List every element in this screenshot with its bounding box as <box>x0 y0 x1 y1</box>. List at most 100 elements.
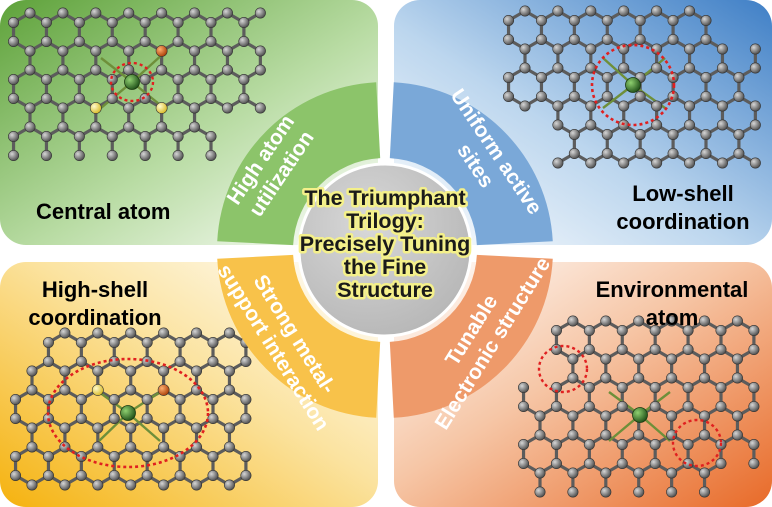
lattice-br-carbon-atom <box>518 438 530 450</box>
lattice-br-carbon-atom <box>715 457 727 469</box>
lattice-tr-carbon-atom <box>684 62 696 74</box>
lattice-tr-carbon-atom <box>634 91 646 103</box>
lattice-br-carbon-atom <box>748 343 760 355</box>
lattice-br-carbon-atom <box>649 343 661 355</box>
lattice-br-carbon-atom <box>534 467 546 479</box>
lattice-bl-carbon-atom <box>10 393 22 405</box>
lattice-tl-carbon-atom <box>73 35 85 47</box>
lattice-tl-carbon-atom <box>106 16 118 28</box>
lattice-br-carbon-atom <box>699 353 711 365</box>
lattice-br-carbon-atom <box>682 400 694 412</box>
lattice-tr-carbon-atom <box>618 5 630 17</box>
lattice-tl-carbon-atom <box>139 74 151 86</box>
lattice-br-carbon-atom <box>518 381 530 393</box>
lattice-br-carbon-atom <box>682 324 694 336</box>
lattice-bl-carbon-atom <box>240 412 252 424</box>
lattice-bl-carbon-atom <box>59 365 71 377</box>
lattice-tr-carbon-atom <box>651 100 663 112</box>
lattice-tr-carbon-atom <box>749 119 761 131</box>
lattice-tl-carbon-atom <box>73 93 85 105</box>
lattice-tr-carbon-atom <box>601 129 613 141</box>
graphene-lattice-environmental <box>518 315 760 498</box>
lattice-bl-carbon-atom <box>158 327 170 339</box>
lattice-br-carbon-atom <box>731 372 743 384</box>
lattice-tl-carbon-atom <box>205 74 217 86</box>
lattice-bl-carbon-atom <box>59 479 71 491</box>
lattice-tl-carbon-atom <box>57 45 69 57</box>
center-title-line5: Structure <box>337 278 433 302</box>
lattice-br-carbon-atom <box>649 324 661 336</box>
lattice-tl-carbon-atom <box>254 102 266 114</box>
lattice-tr-carbon-atom <box>601 91 613 103</box>
center-title-line4: the Fine <box>344 255 426 279</box>
lattice-br-carbon-atom <box>567 315 579 327</box>
lattice-br-carbon-atom <box>682 343 694 355</box>
lattice-bl-carbon-atom <box>42 355 54 367</box>
arc-high-atom-utilization <box>217 82 381 246</box>
lattice-bl-carbon-atom <box>75 412 87 424</box>
lattice-br-carbon-atom <box>583 438 595 450</box>
lattice-tr-carbon-atom <box>651 157 663 169</box>
lattice-tr-carbon-atom <box>519 5 531 17</box>
lattice-tr-carbon-atom <box>552 5 564 17</box>
lattice-bl-carbon-atom <box>240 355 252 367</box>
lattice-tl-carbon-atom <box>189 121 201 133</box>
lattice-tr-carbon-atom <box>601 15 613 26</box>
lattice-tr-carbon-atom <box>634 15 646 26</box>
lattice-tr-carbon-atom <box>568 129 580 141</box>
lattice-tr-carbon-atom <box>568 91 580 103</box>
lattice-tr-carbon-atom <box>552 43 564 55</box>
lattice-tr-carbon-atom <box>503 91 515 103</box>
lattice-br-carbon-atom <box>649 400 661 412</box>
lattice-tl-carbon-atom <box>172 74 184 86</box>
lattice-tl-carbon-atom <box>73 74 85 86</box>
lattice-br-carbon-atom <box>600 467 612 479</box>
lattice-bl-carbon-atom <box>125 479 137 491</box>
lattice-tr-carbon-atom <box>651 119 663 131</box>
lattice-tr-carbon-atom <box>716 43 728 55</box>
lattice-tr-carbon-atom <box>585 5 597 17</box>
lattice-tr-carbon-atom <box>700 148 712 160</box>
lattice-br-carbon-atom <box>633 315 645 327</box>
lattice-br-carbon-atom <box>699 486 711 498</box>
lattice-br-carbon-atom <box>699 372 711 384</box>
lattice-bl-carbon-atom <box>108 393 120 405</box>
lattice-bl-carbon-atom <box>223 422 235 434</box>
lattice-tl-carbon-atom <box>189 102 201 114</box>
lattice-br-carbon-atom <box>699 429 711 441</box>
lattice-tl-carbon-atom <box>90 121 102 133</box>
lattice-br-carbon-atom <box>715 324 727 336</box>
lattice-tr-carbon-atom <box>716 100 728 112</box>
lattice-br-carbon-atom <box>616 343 628 355</box>
lattice-br-carbon-atom <box>699 315 711 327</box>
lattice-tr-carbon-atom <box>684 5 696 17</box>
lattice-bl-carbon-atom <box>191 365 203 377</box>
lattice-tr-carbon-atom <box>552 62 564 74</box>
highlight-circle-lowshell <box>590 43 676 127</box>
lattice-tr-carbon-atom <box>552 157 564 169</box>
lattice-bl-carbon-atom <box>125 422 137 434</box>
lattice-tl-carbon-atom <box>106 74 118 86</box>
lattice-bl-carbon-atom <box>191 479 203 491</box>
lattice-bl-carbon-atom <box>207 412 219 424</box>
lattice-tr-carbon-atom <box>700 91 712 103</box>
lattice-br-carbon-atom <box>616 400 628 412</box>
lattice-tr-carbon-atom <box>634 129 646 141</box>
lattice-tl-carbon-atom <box>189 45 201 57</box>
lattice-bl-carbon-atom <box>207 355 219 367</box>
lattice-bl-carbon-atom <box>141 336 153 348</box>
lattice-br-carbon-atom <box>600 353 612 365</box>
lattice-br-carbon-atom <box>600 410 612 422</box>
lattice-br-carbon-atom <box>567 372 579 384</box>
lattice-br-carbon-atom <box>731 315 743 327</box>
lattice-tl-carbon-atom <box>172 16 184 28</box>
lattice-tl-carbon-atom <box>139 35 151 47</box>
lattice-tl-carbon-atom <box>205 150 217 162</box>
label-environmental-line2: atom <box>646 305 699 330</box>
lattice-tr-carbon-atom <box>535 33 547 45</box>
lattice-tr-carbon-atom <box>535 72 547 84</box>
lattice-br-carbon-atom <box>682 381 694 393</box>
lattice-bl-carbon-atom <box>75 469 87 481</box>
lattice-br-carbon-atom <box>633 467 645 479</box>
lattice-bl-carbon-atom <box>174 393 186 405</box>
